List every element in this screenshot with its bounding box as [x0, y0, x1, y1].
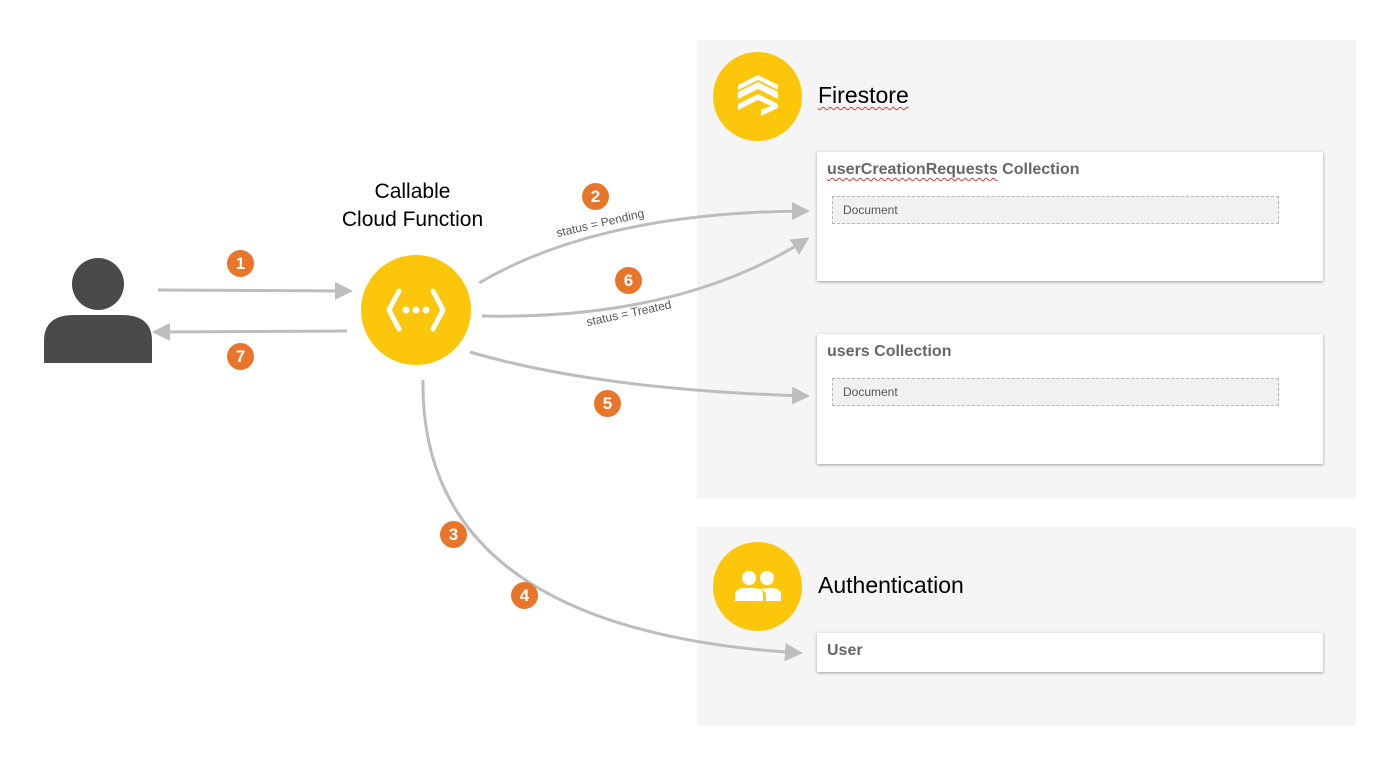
- collection-title: userCreationRequests Collection: [827, 161, 1080, 179]
- arrow-step-2: [478, 202, 810, 285]
- step-badge-4: 4: [511, 582, 538, 609]
- function-label: Callable Cloud Function: [320, 178, 505, 234]
- function-label-line1: Callable: [374, 180, 451, 203]
- step-badge-2: 2: [582, 183, 609, 210]
- arrow-step-7: [152, 322, 348, 341]
- auth-user-label: User: [827, 642, 863, 659]
- step-badge-1: 1: [227, 250, 254, 277]
- collection-name: userCreationRequests: [827, 161, 998, 178]
- firestore-icon: [713, 52, 802, 141]
- collection-suffix: Collection: [997, 161, 1080, 178]
- arrow-step-3-4: [421, 379, 803, 662]
- step-badge-3: 3: [440, 521, 467, 548]
- people-icon: [713, 542, 802, 631]
- collection-title: users Collection: [827, 343, 952, 360]
- arrow-step-5: [469, 350, 810, 405]
- step-badge-5: 5: [594, 390, 621, 417]
- document-box: Document: [832, 378, 1279, 406]
- function-label-line2: Cloud Function: [341, 208, 484, 231]
- document-box: Document: [832, 196, 1279, 224]
- authentication-panel: [697, 527, 1356, 726]
- arrow-step-6: [481, 237, 810, 318]
- cloud-function-icon: [361, 255, 471, 365]
- person-icon: [44, 258, 152, 363]
- user-creation-requests-collection: userCreationRequests Collection Document: [817, 152, 1323, 281]
- auth-user-card: User: [817, 633, 1323, 672]
- users-collection: users Collection Document: [817, 334, 1323, 464]
- firestore-title-text: Firestore: [818, 82, 909, 108]
- step-badge-6: 6: [615, 267, 642, 294]
- firestore-title: Firestore: [818, 82, 909, 109]
- authentication-title: Authentication: [818, 572, 964, 598]
- arrow-step-1: [157, 281, 353, 300]
- step-badge-7: 7: [227, 343, 254, 370]
